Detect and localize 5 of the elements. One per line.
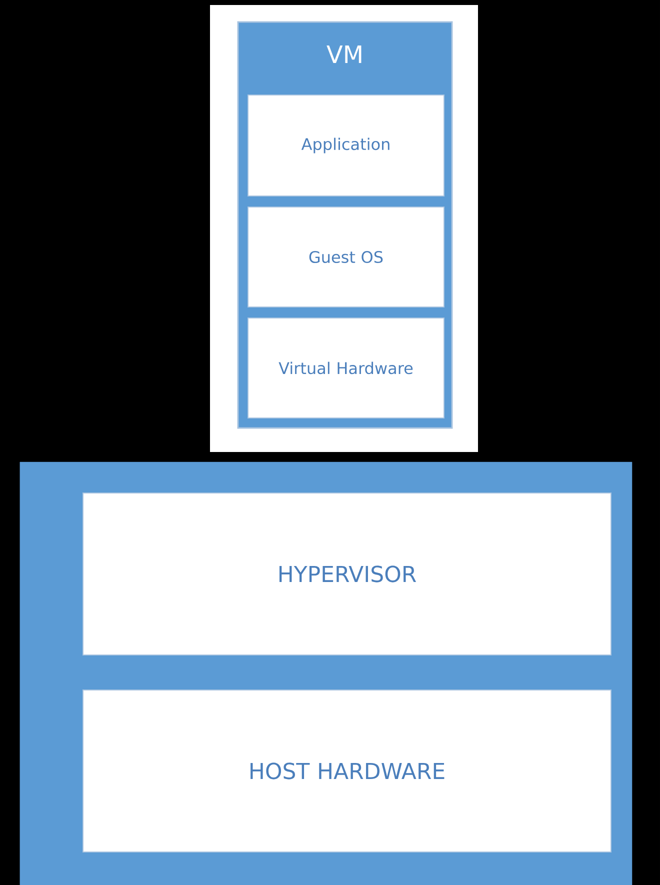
layer-box: HOST HARDWARE <box>82 690 612 852</box>
layer-box: Virtual Hardware <box>248 318 444 418</box>
layer-box: Guest OS <box>248 206 444 308</box>
layer-box: Application <box>248 94 444 196</box>
layer-box: HYPERVISOR <box>82 492 612 656</box>
